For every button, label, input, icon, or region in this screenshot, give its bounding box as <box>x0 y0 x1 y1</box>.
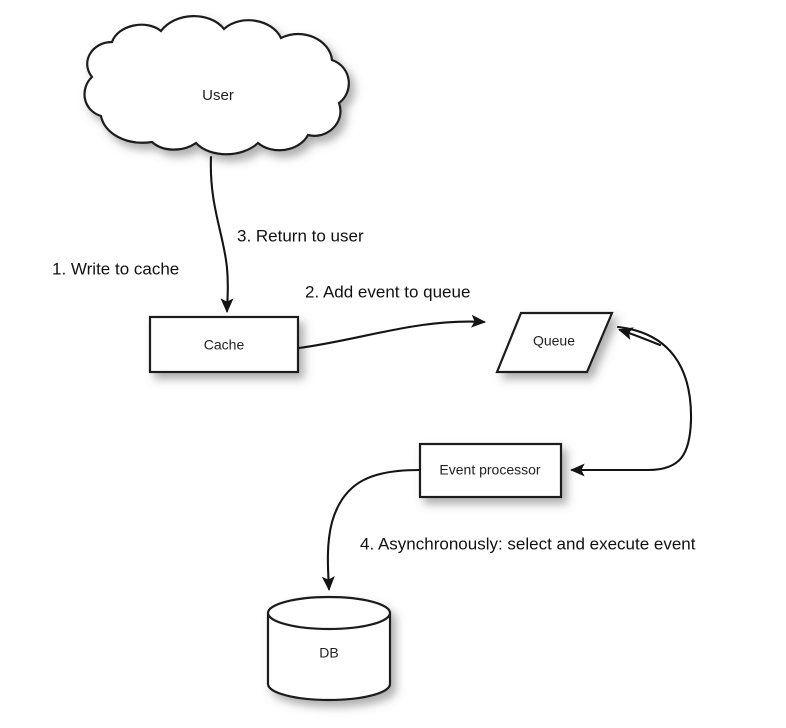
node-queue[interactable]: Queue <box>495 311 614 374</box>
db-body-shape <box>266 611 392 702</box>
node-user[interactable]: User <box>83 15 350 156</box>
event-processor-shape <box>418 442 563 499</box>
node-event-processor-label: Event processor <box>439 462 540 478</box>
edge-cache-to-queue <box>297 314 487 350</box>
db-top-ellipse <box>266 595 392 631</box>
node-cache-label: Cache <box>204 337 245 353</box>
node-event-processor[interactable]: Event processor <box>418 442 563 499</box>
edge-user-to-cache <box>209 155 234 314</box>
cloud-shape <box>83 15 350 156</box>
edge-label-step-3: 3. Return to user <box>237 226 364 245</box>
edge-label-step-4: 4. Asynchronously: select and execute ev… <box>360 534 696 553</box>
node-cache[interactable]: Cache <box>148 315 300 374</box>
edge-event-processor-to-queue <box>618 327 662 347</box>
edge-queue-to-event-processor <box>569 325 693 477</box>
edge-event-processor-to-db <box>321 468 421 592</box>
node-db[interactable] <box>266 595 392 702</box>
node-db-label: DB <box>319 645 338 661</box>
node-queue-label: Queue <box>533 333 575 349</box>
queue-shape <box>495 311 614 374</box>
edge-label-step-2: 2. Add event to queue <box>305 282 470 301</box>
node-user-label: User <box>202 87 234 104</box>
cache-shape <box>148 315 300 374</box>
edge-label-step-1: 1. Write to cache <box>52 259 179 278</box>
